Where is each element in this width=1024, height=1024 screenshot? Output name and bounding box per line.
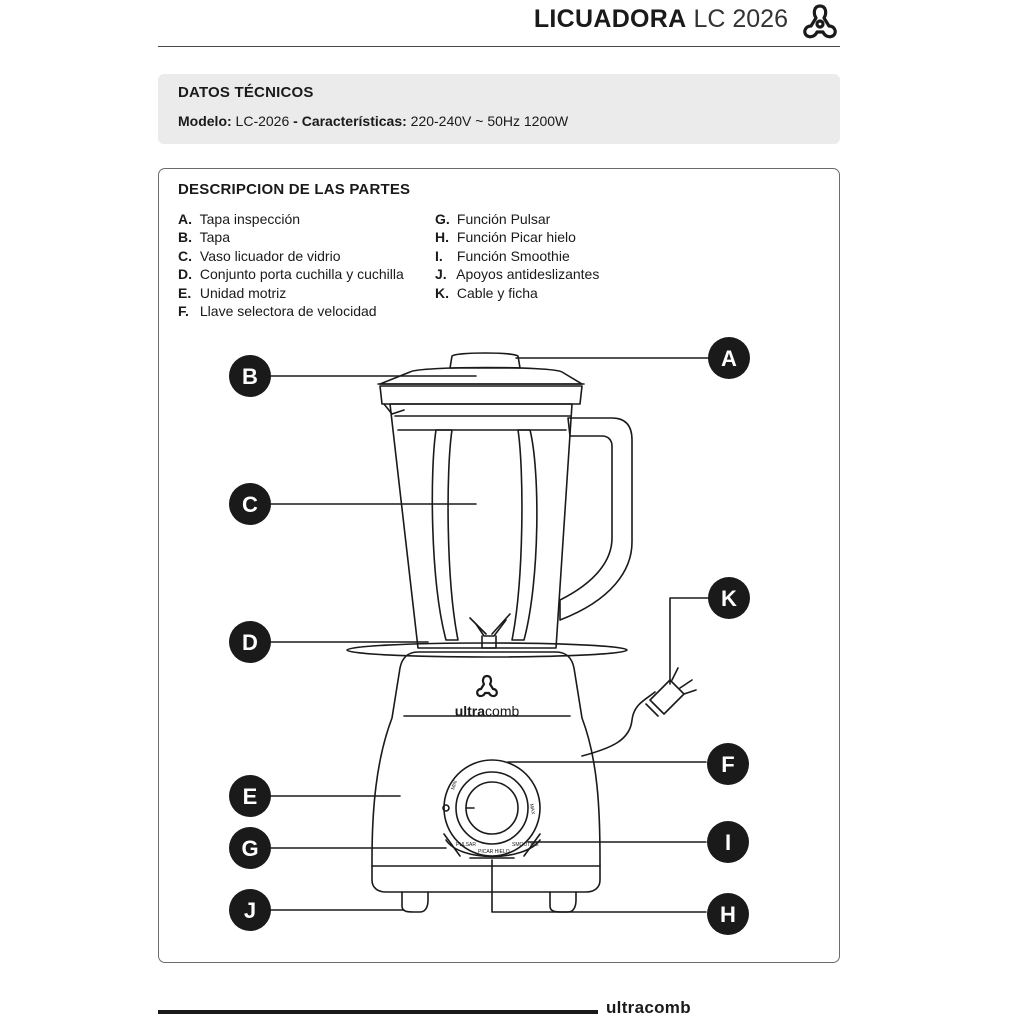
legend-key: C. — [178, 247, 192, 264]
button-smoothie-label: SMOOTHIE — [512, 842, 539, 848]
legend-key: F. — [178, 303, 189, 320]
inspection-cap — [449, 352, 521, 369]
features-value: 220-240V ~ 50Hz 1200W — [410, 113, 569, 129]
power-plug-icon — [645, 667, 697, 717]
legend-item: I. Función Smoothie — [435, 247, 599, 265]
svg-text:C: C — [242, 492, 258, 517]
base-brand-logo-icon — [476, 674, 498, 698]
svg-text:J: J — [244, 898, 256, 923]
svg-text:I: I — [725, 830, 731, 855]
base-brand-bold: ultra — [455, 703, 486, 719]
legend-key: K. — [435, 284, 449, 301]
svg-text:D: D — [242, 630, 258, 655]
legend-label: Tapa — [199, 229, 230, 246]
legend-item: E. Unidad motriz — [178, 284, 404, 302]
foot-right — [549, 891, 577, 913]
callout-k: K — [708, 577, 750, 619]
legend-item: C. Vaso licuador de vidrio — [178, 247, 404, 265]
callout-f: F — [707, 743, 749, 785]
legend-item: D. Conjunto porta cuchilla y cuchilla — [178, 265, 404, 283]
title-product: LICUADORA — [533, 5, 687, 33]
button-pulsar-label: PULSAR — [456, 842, 476, 848]
button-picar-hielo-label: PICAR HIELO — [478, 849, 510, 855]
leader-h — [491, 859, 707, 913]
model-value: LC-2026 — [235, 113, 290, 129]
callout-g: G — [229, 827, 271, 869]
legend-label: Vaso licuador de vidrio — [199, 247, 341, 264]
svg-text:F: F — [721, 752, 734, 777]
legend-label: Función Pulsar — [456, 211, 551, 227]
legend-item: F. Llave selectora de velocidad — [178, 302, 404, 320]
technical-data-title: DATOS TÉCNICOS — [178, 84, 314, 101]
legend-key: J. — [435, 266, 447, 283]
legend-key: G. — [435, 211, 450, 227]
parts-legend-left: A. Tapa inspección B. Tapa C. Vaso licua… — [178, 210, 404, 320]
page-title: LICUADORA LC 2026 — [534, 5, 788, 33]
svg-text:A: A — [721, 346, 737, 371]
legend-item: A. Tapa inspección — [178, 210, 404, 228]
dial-min-label: MIN — [450, 780, 459, 791]
parts-description-panel: DESCRIPCION DE LAS PARTES A. Tapa inspec… — [158, 168, 840, 963]
callout-e: E — [229, 775, 271, 817]
technical-data-panel: DATOS TÉCNICOS Modelo: LC-2026 - Caracte… — [158, 74, 840, 144]
technical-data-line: Modelo: LC-2026 - Características: 220-2… — [178, 113, 568, 129]
svg-text:K: K — [721, 586, 737, 611]
footer-rule — [158, 1010, 598, 1014]
jar-rib-left — [431, 429, 459, 641]
jar-handle — [559, 417, 633, 621]
legend-key: A. — [178, 211, 192, 227]
blade-assembly — [346, 613, 628, 658]
legend-label: Unidad motriz — [199, 284, 287, 301]
legend-key: B. — [178, 229, 192, 246]
legend-item: J. Apoyos antideslizantes — [435, 265, 599, 283]
page-header: LICUADORA LC 2026 — [158, 0, 840, 47]
brand-logo-icon — [803, 4, 837, 39]
legend-item: K. Cable y ficha — [435, 284, 599, 302]
legend-label: Conjunto porta cuchilla y cuchilla — [199, 266, 404, 283]
base-brand-light: comb — [485, 703, 519, 719]
jar-rib-right — [511, 429, 538, 641]
callout-h: H — [707, 893, 749, 935]
legend-item: H. Función Picar hielo — [435, 228, 599, 246]
legend-label: Llave selectora de velocidad — [199, 303, 377, 320]
svg-text:E: E — [243, 784, 258, 809]
legend-key: H. — [435, 229, 449, 246]
legend-label: Función Smoothie — [456, 247, 570, 264]
parts-title: DESCRIPCION DE LAS PARTES — [178, 181, 411, 198]
base-brand-text: ultracomb — [455, 703, 520, 719]
foot-left — [401, 891, 429, 913]
legend-key: D. — [178, 266, 192, 283]
callout-i: I — [707, 821, 749, 863]
callout-a: A — [708, 337, 750, 379]
callout-d: D — [229, 621, 271, 663]
svg-text:H: H — [720, 902, 736, 927]
legend-label: Cable y ficha — [456, 284, 538, 301]
svg-text:B: B — [242, 364, 258, 389]
callout-c: C — [229, 483, 271, 525]
footer-brand: ultracomb — [606, 998, 691, 1017]
leader-k — [669, 597, 709, 685]
model-label: Modelo: — [178, 113, 232, 129]
legend-key: I. — [435, 247, 443, 264]
legend-key: E. — [178, 284, 192, 301]
dial-max-label: MAX — [528, 803, 536, 815]
legend-item: G. Función Pulsar — [435, 210, 599, 228]
lid — [379, 385, 583, 405]
legend-label: Apoyos antideslizantes — [456, 266, 600, 283]
motor-unit — [371, 651, 601, 893]
callout-b: B — [229, 355, 271, 397]
callout-j: J — [229, 889, 271, 931]
spec-separator: - — [293, 113, 298, 129]
glass-jar — [389, 403, 573, 649]
title-model: LC 2026 — [693, 5, 788, 33]
legend-label: Función Picar hielo — [456, 229, 576, 246]
parts-legend-right: G. Función Pulsar H. Función Picar hielo… — [435, 210, 599, 302]
svg-text:G: G — [241, 836, 258, 861]
legend-item: B. Tapa — [178, 228, 404, 246]
power-cable — [581, 691, 656, 757]
features-label: Características: — [301, 113, 407, 129]
legend-label: Tapa inspección — [199, 211, 301, 227]
